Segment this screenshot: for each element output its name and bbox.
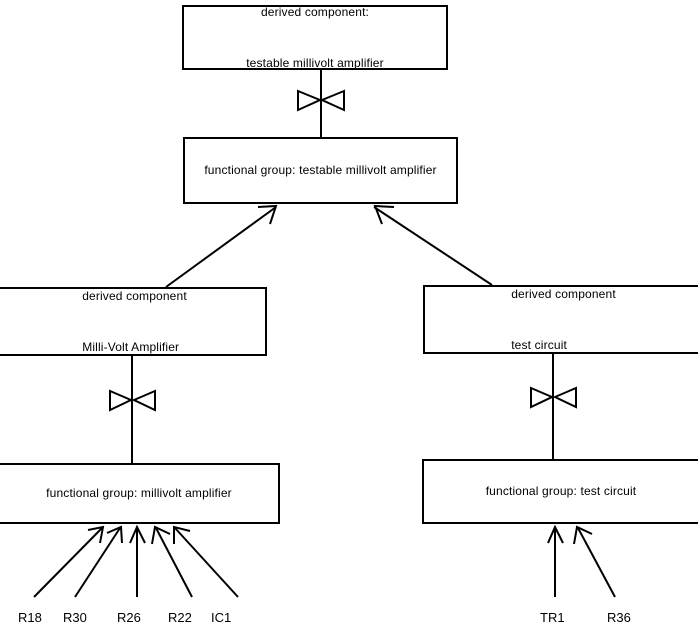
connector-test-circuit-to-fg-test-circuit xyxy=(530,354,577,459)
node-label-line1: derived component xyxy=(82,288,187,303)
node-derived-test-circuit[interactable]: derived component test circuit xyxy=(423,285,698,354)
leaf-label-r36: R36 xyxy=(607,610,631,625)
leaf-arrow-r22 xyxy=(151,525,193,598)
node-label-line2: Milli-Volt Amplifier xyxy=(82,339,180,354)
leaf-label-r26: R26 xyxy=(117,610,141,625)
leaf-arrow-r26 xyxy=(129,524,146,597)
leaf-arrow-r18 xyxy=(33,525,105,598)
bowtie-realization-connector-mid-left xyxy=(109,389,156,412)
node-label-fg-test-circuit: functional group: test circuit xyxy=(486,449,637,534)
node-label-line1: derived component xyxy=(511,286,616,301)
node-derived-milli-volt-amplifier[interactable]: derived component Milli-Volt Amplifier xyxy=(0,287,267,356)
connector-derived-testable-to-fg-testable xyxy=(297,70,345,137)
node-derived-testable-millivolt-amplifier[interactable]: derived component: testable millivolt am… xyxy=(182,5,448,70)
leaf-label-r22: R22 xyxy=(168,610,192,625)
node-fg-test-circuit[interactable]: functional group: test circuit xyxy=(422,459,698,524)
node-label-derived-test-circuit: derived component test circuit xyxy=(511,252,616,388)
node-label-line2: testable millivolt amplifier xyxy=(246,55,384,70)
node-fg-millivolt-amplifier[interactable]: functional group: millivolt amplifier xyxy=(0,463,280,524)
leaf-arrow-tr1 xyxy=(547,524,564,597)
bowtie-realization-connector-top xyxy=(297,89,345,112)
connector-milli-volt-amp-to-fg-testable xyxy=(165,204,278,288)
node-label-fg-testable-millivolt-amplifier: functional group: testable millivolt amp… xyxy=(204,128,436,213)
leaf-label-r18: R18 xyxy=(18,610,42,625)
node-label-derived-testable-millivolt-amplifier: derived component: testable millivolt am… xyxy=(246,0,384,106)
node-label-line2: test circuit xyxy=(511,337,567,352)
node-label-line1: functional group: millivolt amplifier xyxy=(46,486,232,500)
leaf-label-r30: R30 xyxy=(63,610,87,625)
leaf-arrow-r36 xyxy=(573,525,616,598)
connector-test-circuit-to-fg-testable xyxy=(373,204,493,286)
node-label-line1: derived component: xyxy=(260,4,370,19)
node-label-line1: functional group: test circuit xyxy=(485,484,637,498)
leaf-label-tr1: TR1 xyxy=(540,610,565,625)
node-label-derived-milli-volt-amplifier: derived component Milli-Volt Amplifier xyxy=(82,254,187,390)
bowtie-realization-connector-mid-right xyxy=(530,386,577,409)
leaf-arrow-ic1 xyxy=(173,525,239,598)
connector-milli-volt-amp-to-fg-millivolt xyxy=(109,356,156,463)
node-fg-testable-millivolt-amplifier[interactable]: functional group: testable millivolt amp… xyxy=(183,137,458,204)
leaf-arrow-r30 xyxy=(74,525,123,598)
leaf-label-ic1: IC1 xyxy=(211,610,232,625)
node-label-fg-millivolt-amplifier: functional group: millivolt amplifier xyxy=(46,451,232,536)
node-label-line1: functional group: testable millivolt amp… xyxy=(204,163,437,177)
